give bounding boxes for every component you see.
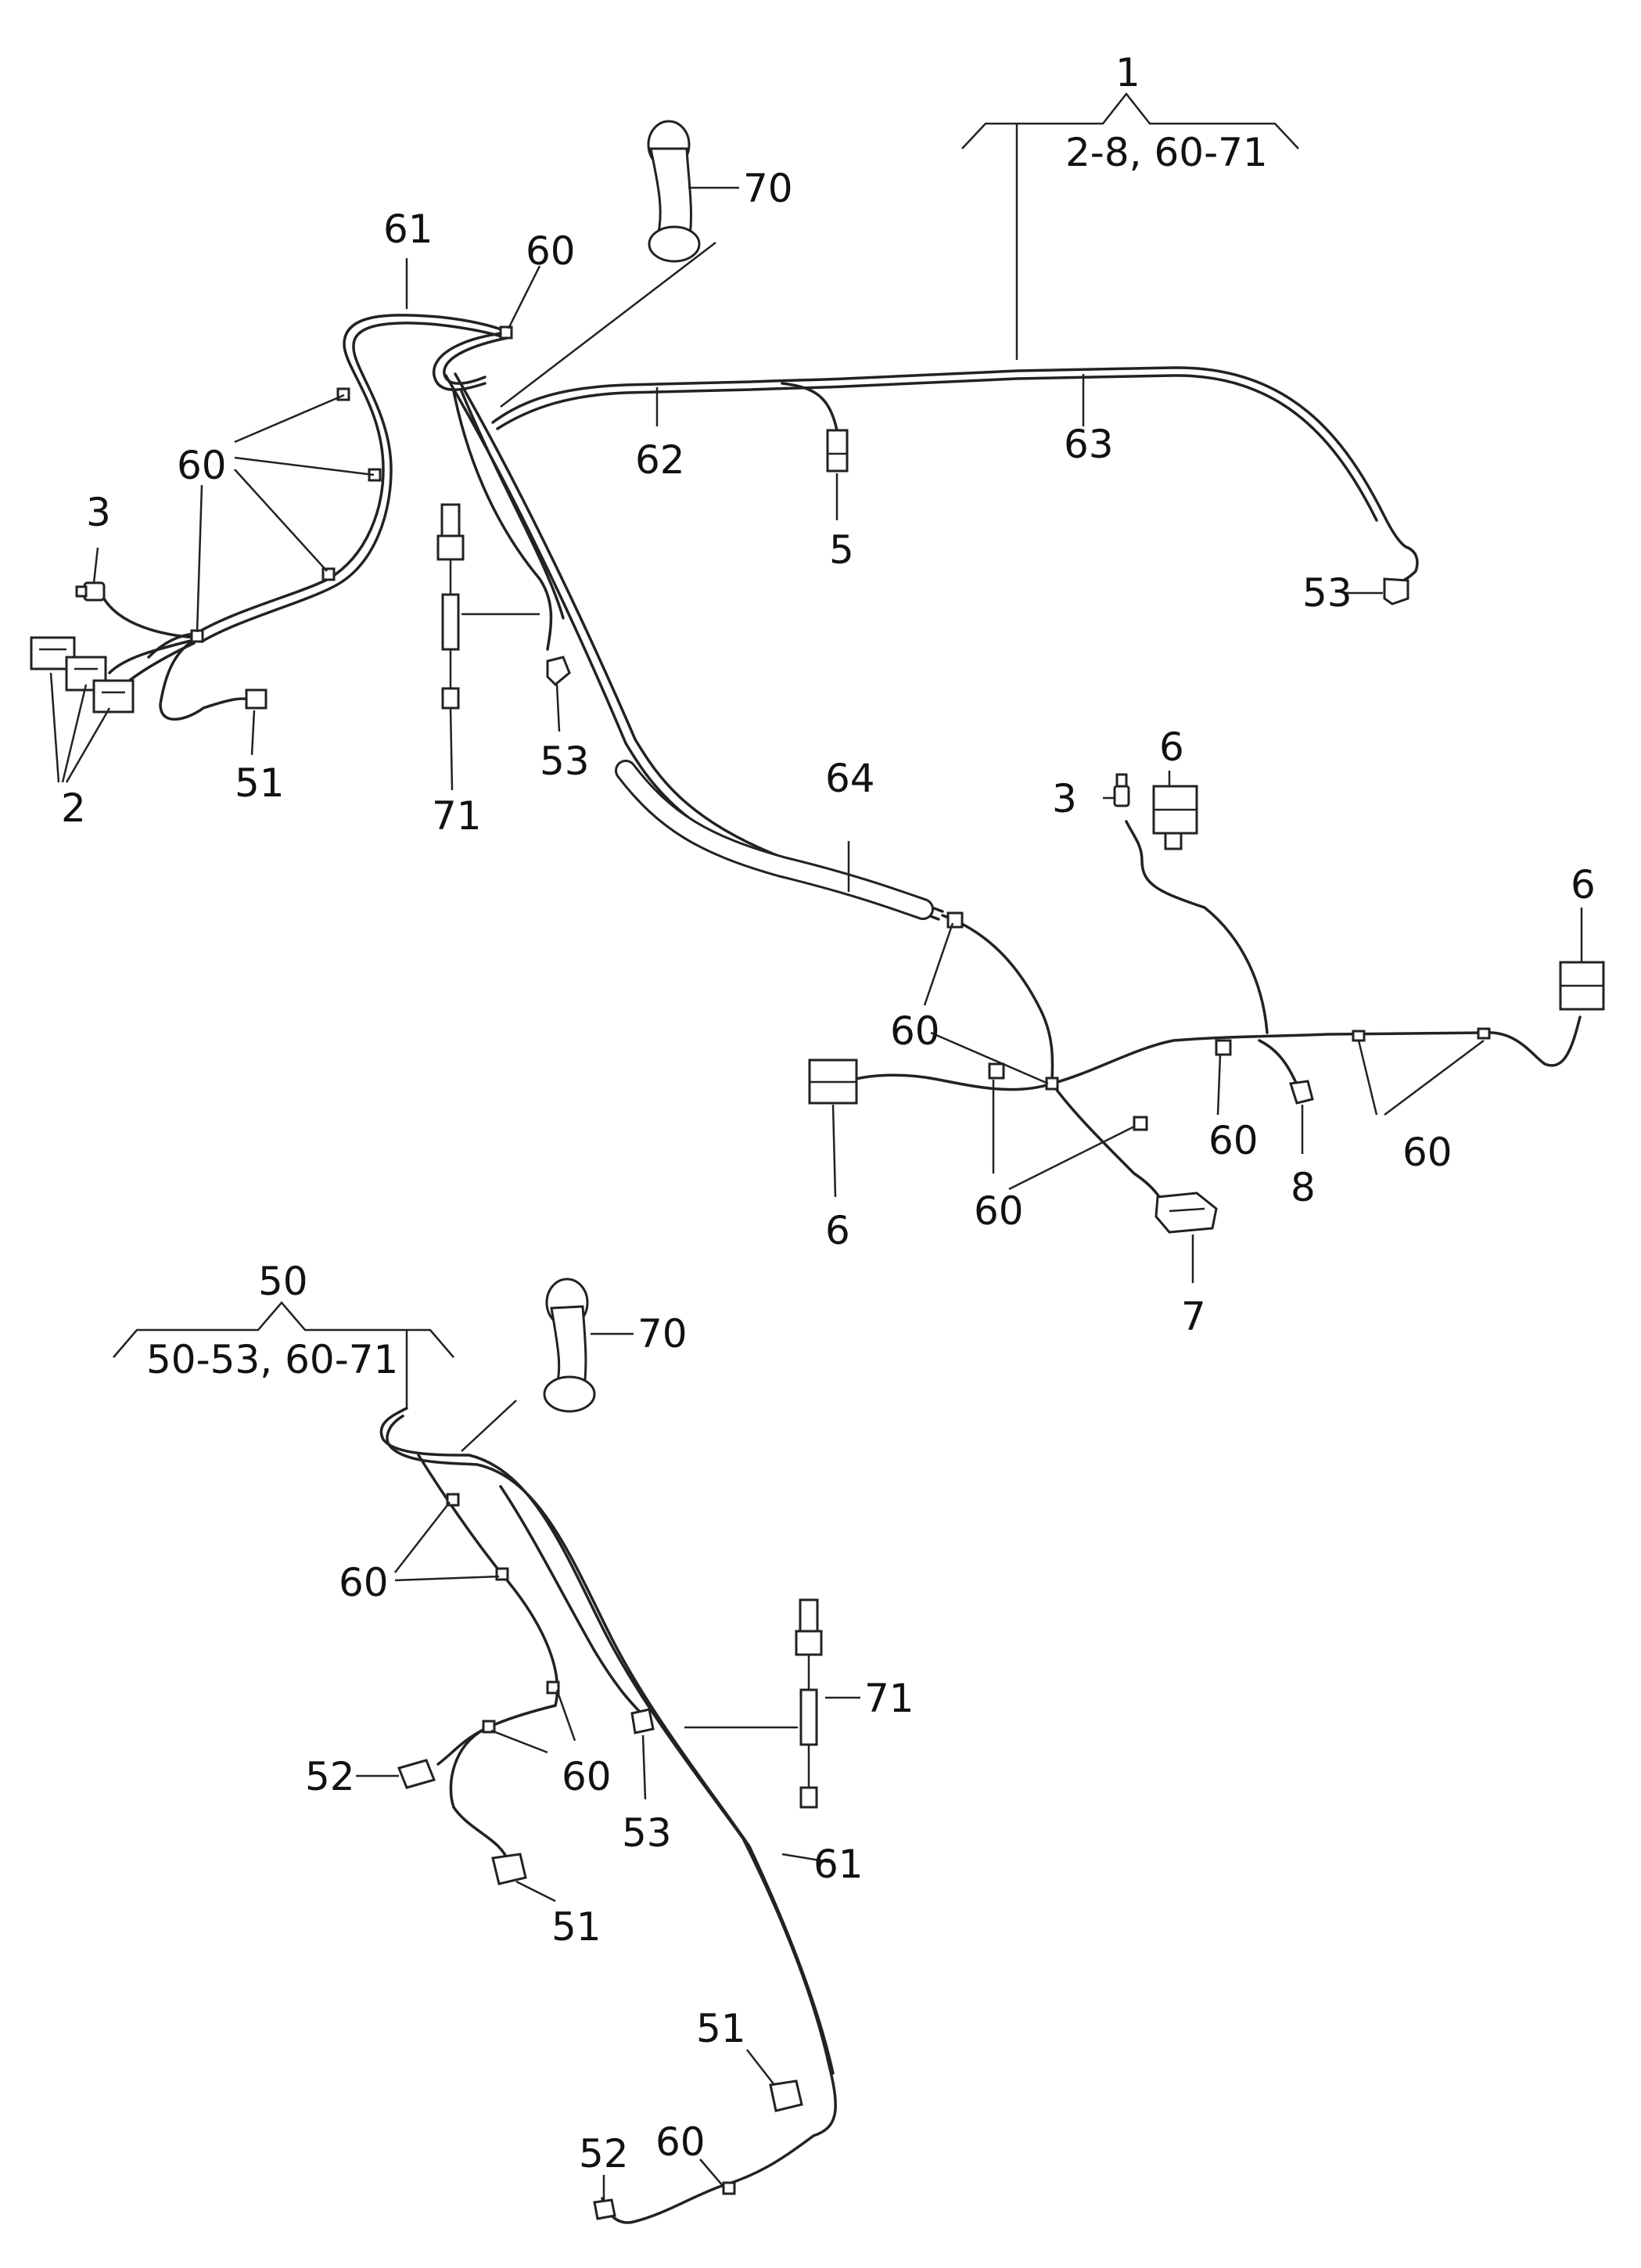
connector-6-top [1152, 785, 1198, 850]
label-51-lower-a: 51 [551, 1904, 601, 1950]
harness-lower [379, 1407, 837, 2224]
connector-51-lower-a [491, 1853, 527, 1885]
label-60-lower-b: 60 [562, 1754, 612, 1799]
leaders-upper [49, 186, 1583, 1283]
connector-3-left [75, 581, 106, 602]
label-60-bottom-center: 60 [974, 1188, 1024, 1234]
label-60-lower-a: 60 [339, 1560, 389, 1605]
group-1-range: 2-8, 60-71 [1065, 130, 1268, 175]
group-1-number: 1 [1115, 50, 1140, 95]
label-64: 64 [825, 756, 875, 801]
label-70-upper: 70 [743, 166, 793, 211]
connector-53-upper-right [1383, 577, 1409, 606]
grommet-70-lower [543, 1278, 596, 1413]
label-52-lower-a: 52 [305, 1754, 355, 1799]
connector-5 [826, 429, 849, 473]
fuse-holder-71-upper [436, 503, 465, 710]
connector-6-left [808, 1059, 858, 1105]
label-8: 8 [1291, 1165, 1316, 1210]
connector-51-upper [245, 688, 268, 710]
connector-52-lower-b [593, 2198, 616, 2220]
label-7: 7 [1181, 1294, 1206, 1339]
label-60-upper-a: 60 [526, 228, 576, 274]
label-71-lower: 71 [864, 1676, 914, 1721]
label-60-right-a: 60 [1208, 1118, 1259, 1163]
leaders-lower [356, 1332, 860, 2200]
connector-53-upper [546, 656, 571, 687]
connector-3-right [1113, 773, 1130, 807]
grommet-70-upper [647, 120, 701, 263]
label-51-upper: 51 [235, 760, 285, 806]
label-62: 62 [635, 437, 685, 483]
harness-upper [100, 314, 1582, 1214]
label-60-right-b: 60 [1402, 1130, 1452, 1175]
connector-52-lower-a [397, 1759, 436, 1789]
connector-7 [1154, 1192, 1218, 1234]
label-5: 5 [829, 527, 854, 573]
label-53-lower: 53 [622, 1810, 672, 1856]
label-60-upper-b: 60 [177, 443, 227, 488]
label-52-lower-b: 52 [579, 2131, 629, 2176]
connector-53-lower [630, 1708, 655, 1734]
group-50-range: 50-53, 60-71 [146, 1337, 398, 1382]
label-60-center: 60 [890, 1008, 940, 1054]
label-51-lower-b: 51 [696, 2006, 746, 2051]
connector-6-right [1559, 961, 1605, 1011]
connector-51-lower-b [769, 2079, 803, 2112]
label-61-lower: 61 [813, 1842, 864, 1887]
label-3-right: 3 [1052, 776, 1077, 821]
label-70-lower: 70 [637, 1311, 688, 1357]
label-71-upper: 71 [432, 793, 482, 839]
label-53-upper-left: 53 [540, 739, 590, 784]
label-61-upper: 61 [383, 207, 433, 252]
label-60-lower-c: 60 [655, 2119, 706, 2165]
group-1-bracket [961, 92, 1299, 360]
clip-markers-upper [190, 325, 1491, 1131]
label-6-left: 6 [825, 1208, 850, 1253]
label-6-right: 6 [1571, 862, 1596, 908]
label-2: 2 [61, 785, 86, 831]
clip-markers-lower [446, 1493, 736, 2195]
connector-8 [1289, 1080, 1314, 1105]
label-6-top: 6 [1159, 724, 1184, 770]
group-50-bracket [113, 1301, 454, 1408]
label-3-left: 3 [86, 490, 111, 535]
fuse-holder-71-lower [795, 1598, 823, 1809]
group-50-number: 50 [258, 1259, 308, 1304]
label-53-upper-right: 53 [1302, 570, 1352, 616]
label-63: 63 [1064, 422, 1114, 467]
